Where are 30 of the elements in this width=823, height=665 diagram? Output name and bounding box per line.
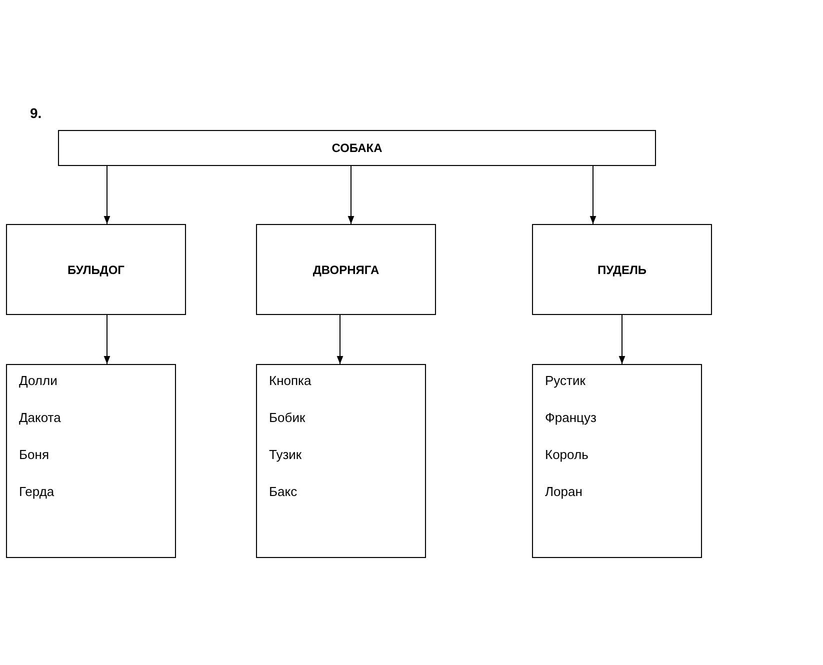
arrow	[336, 314, 344, 364]
dog-name: Кнопка	[269, 373, 312, 388]
dog-name: Рустик	[545, 373, 586, 388]
task-number: 9.	[30, 105, 42, 121]
category-box	[532, 224, 712, 315]
category-box	[6, 224, 186, 315]
arrow	[348, 166, 354, 224]
arrow	[104, 166, 110, 224]
arrow	[104, 314, 110, 364]
dog-name: Бакс	[269, 484, 298, 499]
dog-name: Бобик	[269, 410, 306, 425]
dog-name: Дакота	[19, 410, 61, 425]
category-box	[256, 224, 436, 315]
dog-name: Долли	[19, 373, 58, 388]
dog-name: Боня	[19, 447, 49, 462]
category-name: СОБАКА	[330, 141, 384, 155]
name-list-box	[532, 364, 702, 558]
dog-name: Король	[545, 447, 588, 462]
category-name: БУЛЬДОГ	[66, 262, 126, 276]
category-box	[58, 130, 656, 166]
arrow	[618, 314, 626, 364]
name-list-box	[256, 364, 426, 558]
category-name: ДВОРНЯГА	[312, 262, 380, 276]
dog-name: Тузик	[269, 447, 302, 462]
arrow	[590, 166, 596, 224]
dog-name: Лоран	[545, 484, 582, 499]
dog-name: Герда	[19, 484, 54, 499]
dog-name: Француз	[545, 410, 596, 425]
name-list-box	[6, 364, 176, 558]
category-name: ПУДЕЛЬ	[596, 262, 648, 276]
